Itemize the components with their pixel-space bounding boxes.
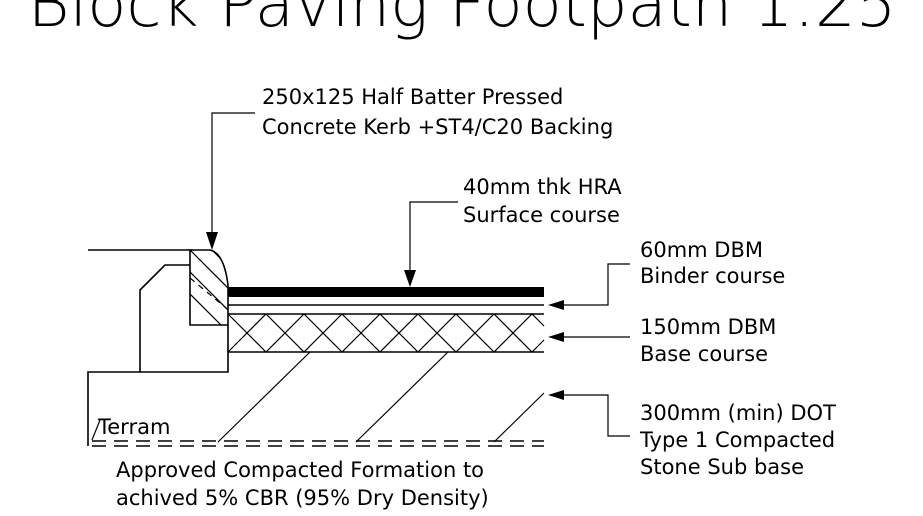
trench-wall: [87, 371, 140, 446]
binder-arrow: [548, 300, 564, 310]
kerb-backing: [139, 264, 229, 373]
hra-label-line1: 40mm thk HRA: [463, 175, 622, 199]
subbase-arrow: [548, 390, 564, 400]
kerb-arrow: [206, 232, 218, 250]
kerb-label-line2: Concrete Kerb +ST4/C20 Backing: [262, 115, 613, 139]
terram-label: Terram: [97, 415, 170, 439]
base-label-line2: Base course: [640, 342, 768, 366]
subbase-label-line1: 300mm (min) DOT: [640, 401, 836, 425]
drawing-title: Block Paving Footpath 1:25: [28, 0, 897, 42]
hra-arrow: [404, 270, 416, 287]
binder-leader: [560, 263, 630, 306]
base-label-line1: 150mm DBM: [640, 315, 776, 339]
formation-label-line1: Approved Compacted Formation to: [116, 458, 484, 482]
hra-surface-course: [228, 287, 544, 297]
binder-label-line2: Binder course: [640, 264, 785, 288]
terram-leader: [91, 419, 101, 441]
kerb-label-line1: 250x125 Half Batter Pressed: [262, 85, 563, 109]
formation-label-line2: achived 5% CBR (95% Dry Density): [116, 486, 489, 510]
base-arrow: [548, 332, 564, 342]
binder-label-line1: 60mm DBM: [640, 238, 763, 262]
kerb: [189, 249, 229, 326]
base-course: [227, 313, 545, 353]
subbase-label-line2: Type 1 Compacted: [639, 428, 835, 452]
sub-base-hatch: [217, 351, 545, 443]
hra-leader: [409, 201, 458, 272]
kerb-leader: [211, 112, 255, 238]
hra-label-line2: Surface course: [463, 203, 620, 227]
subbase-leader: [562, 394, 630, 437]
subbase-label-line3: Stone Sub base: [640, 455, 804, 479]
